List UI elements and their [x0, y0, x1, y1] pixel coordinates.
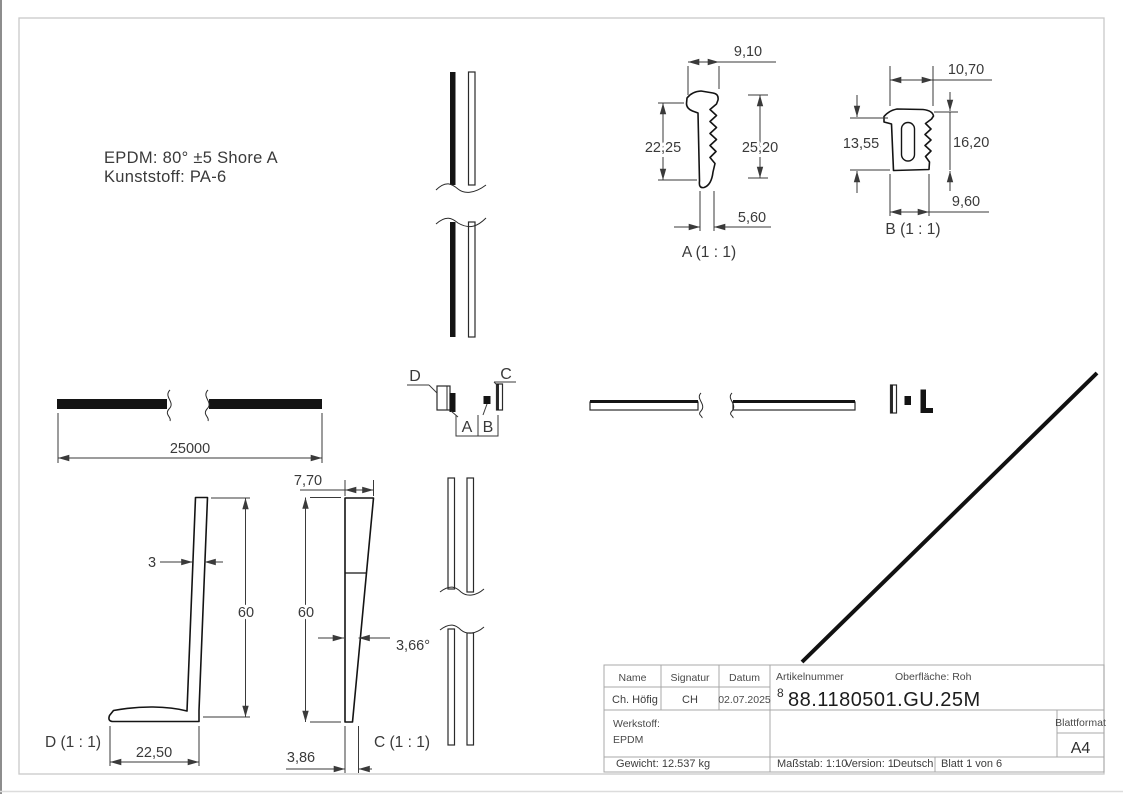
detail-b-label: B (1 : 1): [885, 221, 940, 238]
callout-d: D: [409, 368, 421, 385]
dim-c-angle: 3,66°: [396, 638, 430, 654]
sheet-frame: [18, 17, 1105, 775]
carrier-bar-upper: [467, 71, 476, 186]
strip-lower-right: [466, 632, 475, 746]
dim-d-width: 22,50: [136, 745, 172, 761]
small-gasket-section: [483, 396, 491, 404]
gasket-strip-left: [57, 399, 167, 409]
note-line-2: Kunststoff: PA-6: [104, 168, 227, 186]
dim-a-right: 25,20: [742, 140, 778, 156]
gasket-bar-lower: [450, 222, 456, 337]
detail-view-a: 9,10 22,25 25,20 5,60 A (1 : 1): [642, 44, 781, 261]
tb-article-label: Artikelnummer: [776, 671, 844, 683]
break-line: [729, 392, 735, 419]
carrier-section: [436, 385, 451, 411]
dim-d-height: 60: [238, 605, 254, 621]
diagonal-profile-line: [800, 371, 1099, 664]
end-sections: [889, 384, 933, 414]
tb-sheet: Blatt 1 von 6: [941, 758, 1002, 770]
tb-version: Version: 1: [845, 758, 894, 770]
strip-upper-right: [466, 477, 475, 593]
strip-right: [732, 401, 856, 411]
tb-article-superscript: 8: [777, 686, 784, 700]
break-line: [439, 586, 485, 596]
title-block: Name Signatur Datum Ch. Höfig CH 02.07.2…: [603, 664, 1106, 773]
tb-material-value: EPDM: [613, 734, 643, 746]
dim-c-height: 60: [298, 605, 314, 621]
break-line: [698, 392, 704, 419]
dim-c-top: 7,70: [294, 473, 322, 489]
dim-c-bottom: 3,86: [287, 750, 315, 766]
profile-b-slot: [900, 121, 916, 162]
dim-b-top: 10,70: [948, 62, 984, 78]
detail-a-label: A (1 : 1): [682, 244, 736, 261]
tb-surface-label: Oberfläche: Roh: [895, 671, 972, 683]
section-view-callouts: D C A B: [407, 366, 516, 437]
tb-signature-value: CH: [682, 694, 698, 706]
tb-language: Deutsch: [893, 758, 933, 770]
detail-view-b: 10,70 16,20 13,55 9,60 B (1 : 1): [840, 62, 992, 238]
tb-scale: Maßstab: 1:10: [777, 758, 847, 770]
length-view-strip: [589, 392, 856, 419]
end-gasket-section: [904, 396, 911, 405]
tb-material-label: Werkstoff:: [613, 718, 660, 730]
tb-name-label: Name: [618, 672, 646, 684]
gasket-section: [449, 393, 456, 412]
dim-length: 25000: [170, 441, 210, 457]
tb-date-value: 02.07.2025: [718, 694, 771, 706]
profile-c-outline: [344, 497, 375, 723]
tb-date-label: Datum: [729, 672, 760, 684]
callout-c: C: [500, 366, 512, 383]
tb-format-value: A4: [1071, 740, 1091, 757]
tb-format-label: Blattformat: [1055, 717, 1106, 729]
dim-a-bottom: 5,60: [738, 210, 766, 226]
dim-b-right: 16,20: [953, 135, 989, 151]
dim-a-left: 22,25: [645, 140, 681, 156]
callout-box-b: [477, 415, 499, 437]
break-line: [166, 389, 172, 422]
tb-name-value: Ch. Höfig: [612, 694, 658, 706]
break-line: [435, 217, 487, 228]
gasket-strip-right: [209, 399, 322, 409]
end-angle-section: [920, 389, 933, 413]
break-line: [204, 389, 210, 422]
profile-a-outline: [685, 90, 719, 189]
break-line: [435, 183, 487, 193]
detail-c-label: C (1 : 1): [374, 734, 430, 751]
material-notes: EPDM: 80° ±5 Shore A Kunststoff: PA-6: [104, 149, 278, 186]
vertical-profile-view-top: [435, 71, 487, 338]
strip-lower-left: [447, 628, 456, 746]
dim-a-top: 9,10: [734, 44, 762, 60]
dim-b-bottom: 9,60: [952, 194, 980, 210]
detail-d-label: D (1 : 1): [45, 734, 101, 751]
length-view-gasket: 25000: [57, 389, 323, 463]
tb-signature-label: Signatur: [670, 672, 710, 684]
strip-upper-left: [447, 477, 456, 590]
note-line-1: EPDM: 80° ±5 Shore A: [104, 149, 278, 167]
vertical-profile-view-bottom: [439, 477, 485, 746]
break-line: [439, 624, 485, 634]
dim-d-thickness: 3: [148, 555, 156, 571]
strip-left: [589, 401, 699, 411]
carrier-bar-lower: [467, 221, 476, 338]
detail-view-c: 7,70 60 3,66° 3,86 C (1 : 1): [286, 473, 430, 773]
strip-section: [495, 383, 504, 411]
detail-view-d: 3 60 D (1 : 1) 22,50: [45, 496, 257, 766]
callout-a: A: [462, 419, 473, 436]
end-strip-section: [889, 384, 898, 414]
gasket-bar-upper: [450, 72, 456, 185]
tb-article-number: 88.1180501.GU.25M: [788, 689, 981, 711]
profile-d-outline: [108, 496, 209, 723]
callout-b: B: [483, 419, 494, 436]
dim-b-left: 13,55: [843, 136, 879, 152]
tb-weight: Gewicht: 12.537 kg: [616, 758, 710, 770]
